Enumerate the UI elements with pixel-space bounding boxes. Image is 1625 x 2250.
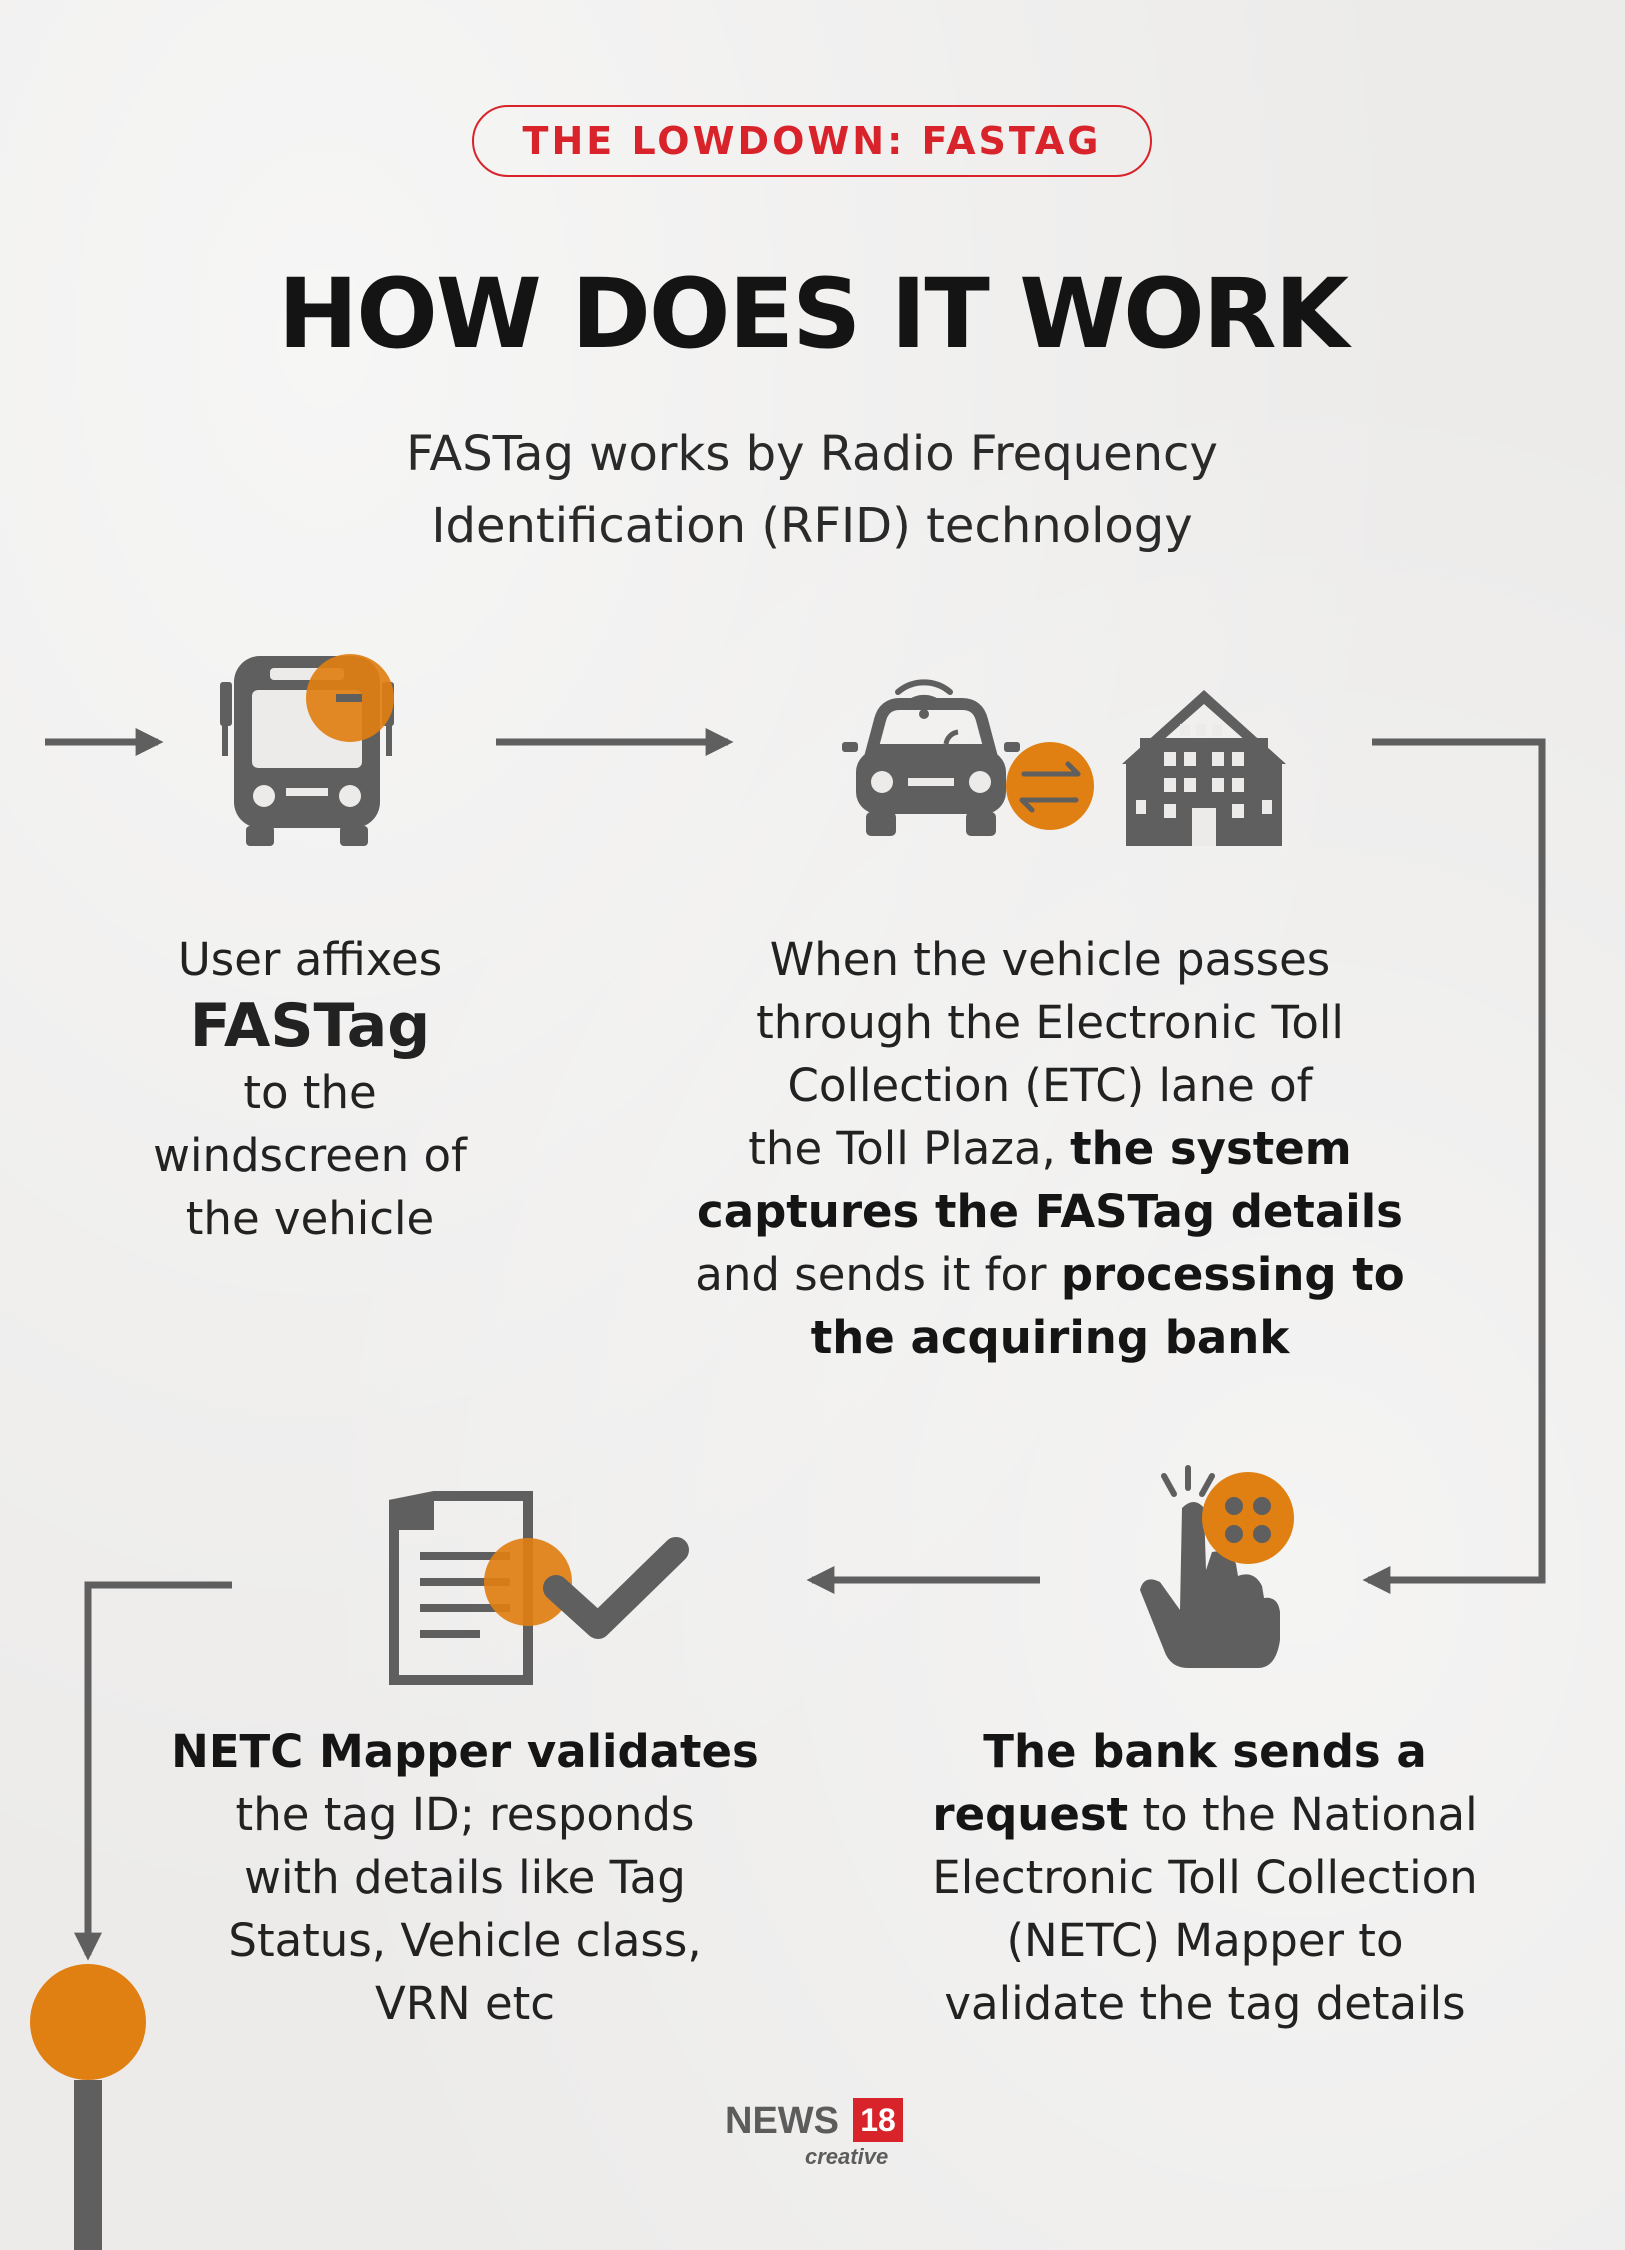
step-4-line-3: with details like Tag [244,1851,686,1904]
step-2-line-4b: the system [1070,1122,1352,1175]
step-2-line-6b: processing to [1060,1248,1405,1301]
logo-creative: creative [805,2144,889,2169]
step-3-line-2b: to the National [1128,1788,1478,1841]
step-4-text: NETC Mapper validates the tag ID; respon… [150,1720,780,2035]
exchange-icon [1006,742,1094,830]
step-4-line-4: Status, Vehicle class, [228,1914,702,1967]
page-subtitle: FASTag works by Radio Frequency Identifi… [262,418,1362,562]
step-2-line-4a: the Toll Plaza, [748,1122,1071,1175]
car-icon [842,698,1020,836]
step-4-line-2: the tag ID; responds [235,1788,695,1841]
hand-tap-icon [1140,1465,1294,1668]
step-2-line-1: When the vehicle passes [769,933,1331,986]
bus-icon [220,654,394,846]
step-3-line-5: validate the tag details [944,1977,1466,2030]
step-3-line-3: Electronic Toll Collection [932,1851,1478,1904]
subtitle-line-1: FASTag works by Radio Frequency [406,426,1218,482]
bank-building-icon [1122,690,1286,846]
header-badge: THE LOWDOWN: FASTAG [472,105,1152,177]
step-1-line-1: User affixes [177,933,443,986]
step-1-line-3: windscreen of [153,1129,467,1182]
step-4-line-5: VRN etc [374,1977,556,2030]
logo-news: NEWS [725,2100,839,2142]
news18-logo: NEWS 18 creative [725,2098,905,2173]
step-4-line-1: NETC Mapper validates [171,1725,759,1778]
document-check-icon [389,1491,689,1685]
step-2-text: When the vehicle passes through the Elec… [680,928,1420,1369]
step-1-text: User affixes FASTag to the windscreen of… [120,928,500,1250]
subtitle-line-2: Identification (RFID) technology [431,498,1193,554]
step-2-line-7: the acquiring bank [810,1311,1290,1364]
connector-step2-to-step3 [1362,738,1546,1594]
step-1-line-4: the vehicle [185,1192,435,1245]
step-3-line-4: (NETC) Mapper to [1006,1914,1404,1967]
timeline-node [30,1964,146,2080]
page-title: HOW DOES IT WORK [277,258,1349,370]
step-2-line-3: Collection (ETC) lane of [787,1059,1313,1112]
step-2-line-5: captures the FASTag details [697,1185,1403,1238]
step-3-line-2a: request [932,1788,1129,1841]
step-1-line-2: to the [243,1066,377,1119]
step-2-line-2: through the Electronic Toll [756,996,1344,1049]
step-2-line-6a: and sends it for [695,1248,1061,1301]
wifi-icon [895,679,953,719]
step-3-text: The bank sends a request to the National… [880,1720,1530,2035]
step-1-fastag: FASTag [189,991,431,1061]
connector-step4-down [74,1581,232,1961]
step-3-line-1: The bank sends a [983,1725,1427,1778]
logo-number: 18 [853,2098,903,2142]
vertical-exit-bar [74,2080,102,2250]
